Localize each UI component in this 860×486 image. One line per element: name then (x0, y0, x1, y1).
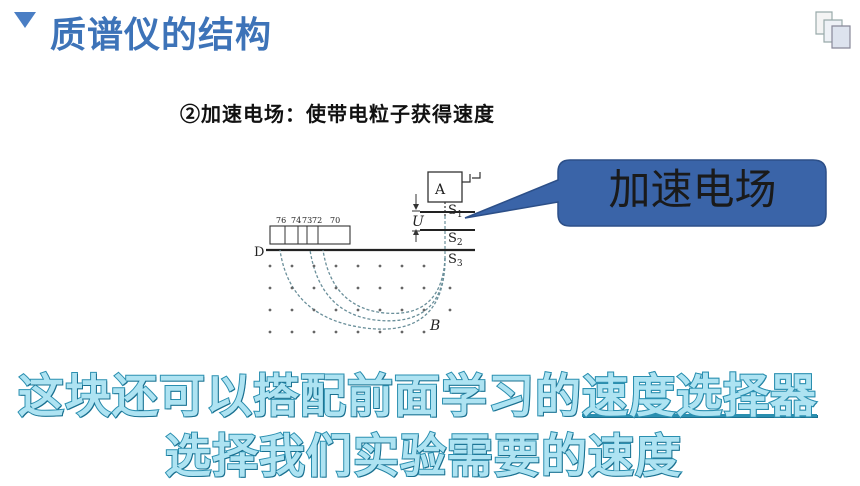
bottom-text-line-1: 这块还可以搭配前面学习的速度选择器 (17, 360, 817, 426)
scale-70: 70 (330, 216, 340, 225)
triangle-bullet-icon (14, 12, 36, 28)
ion-source-box (427, 171, 463, 203)
scale-76: 76 (276, 216, 286, 225)
callout-bubble (464, 159, 827, 227)
scale-72: 72 (312, 216, 322, 225)
trajectory-2 (309, 249, 446, 322)
label-u: U (412, 214, 425, 230)
label-b: B (429, 318, 440, 334)
subtitle: ②加速电场：使带电粒子获得速度 (180, 102, 495, 126)
slides-icon (815, 11, 851, 49)
scale-74: 74 (291, 216, 301, 225)
label-s3: S3 (448, 252, 463, 269)
label-a: A (434, 182, 446, 198)
callout-text: 加速电场 (608, 165, 777, 214)
scale-73: 73 (302, 216, 312, 225)
bottom-text-line-2: 选择我们实验需要的速度 (164, 428, 682, 484)
trajectory-3 (322, 249, 446, 315)
detector-plate (269, 225, 351, 245)
bottom-text-plain: 这块还可以搭配前面学习的 (17, 368, 582, 424)
mass-spectrometer-diagram: A S1 S2 U D S3 76 74 73 72 70 (254, 171, 481, 334)
label-s2: S2 (448, 231, 463, 248)
label-d: D (254, 245, 264, 260)
page-title: 质谱仪的结构 (50, 15, 273, 56)
label-s1: S1 (448, 203, 463, 220)
bottom-text-underlined: 速度选择器 (581, 368, 817, 424)
trajectory-1 (279, 249, 446, 330)
magnetic-field-dots (268, 264, 452, 334)
